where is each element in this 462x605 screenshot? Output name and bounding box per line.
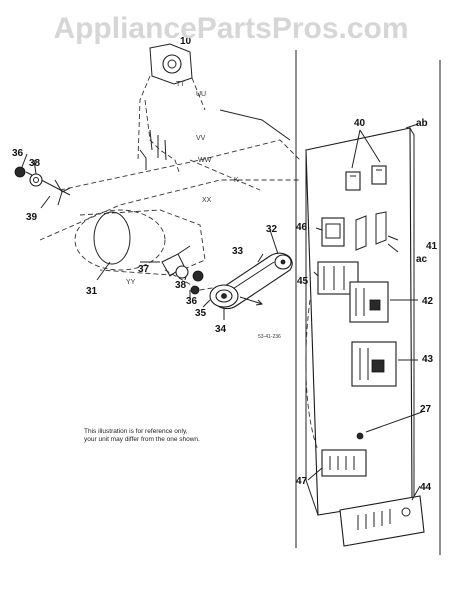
letter-labels: ab ac YY XX WW VV UU TT K 53-41-236 — [126, 81, 428, 340]
label-part-36-left: 36 — [12, 148, 24, 159]
label-part-32: 32 — [266, 224, 278, 235]
label-xx: XX — [202, 197, 212, 204]
label-part-39: 39 — [26, 212, 38, 223]
label-part-38-left: 38 — [29, 158, 41, 169]
label-ww: WW — [198, 157, 212, 164]
label-ac: ac — [416, 254, 428, 265]
label-vv: VV — [196, 135, 206, 142]
label-part-43: 43 — [422, 354, 434, 365]
label-part-36-right: 36 — [186, 296, 198, 307]
label-part-10: 10 — [180, 36, 192, 47]
label-part-45: 45 — [297, 276, 309, 287]
label-part-34: 34 — [215, 324, 227, 335]
part-number-labels: 10 36 38 39 31 37 38 36 35 34 33 32 40 4… — [12, 36, 438, 493]
label-part-33: 33 — [232, 246, 244, 257]
diagram-code: 53-41-236 — [258, 334, 281, 340]
label-part-27: 27 — [420, 404, 432, 415]
control-panel-assembly — [295, 50, 441, 555]
reference-note: This illustration is for reference only,… — [84, 428, 264, 444]
label-yy: YY — [126, 279, 136, 286]
label-k: K — [234, 177, 239, 184]
label-part-44: 44 — [420, 482, 432, 493]
label-part-38-right: 38 — [175, 280, 187, 291]
label-part-47: 47 — [296, 476, 308, 487]
label-part-42: 42 — [422, 296, 434, 307]
label-part-40: 40 — [354, 118, 366, 129]
label-ab: ab — [416, 118, 428, 129]
label-uu: UU — [196, 91, 206, 98]
reference-note-line-1: This illustration is for reference only, — [84, 428, 188, 435]
label-part-41: 41 — [426, 241, 438, 252]
label-part-46: 46 — [296, 222, 308, 233]
left-assembly — [14, 43, 301, 320]
label-part-31: 31 — [86, 286, 98, 297]
label-part-35: 35 — [195, 308, 207, 319]
label-part-37: 37 — [138, 264, 150, 275]
label-tt: TT — [176, 81, 185, 88]
reference-note-line-2: your unit may differ from the one shown. — [84, 436, 200, 443]
